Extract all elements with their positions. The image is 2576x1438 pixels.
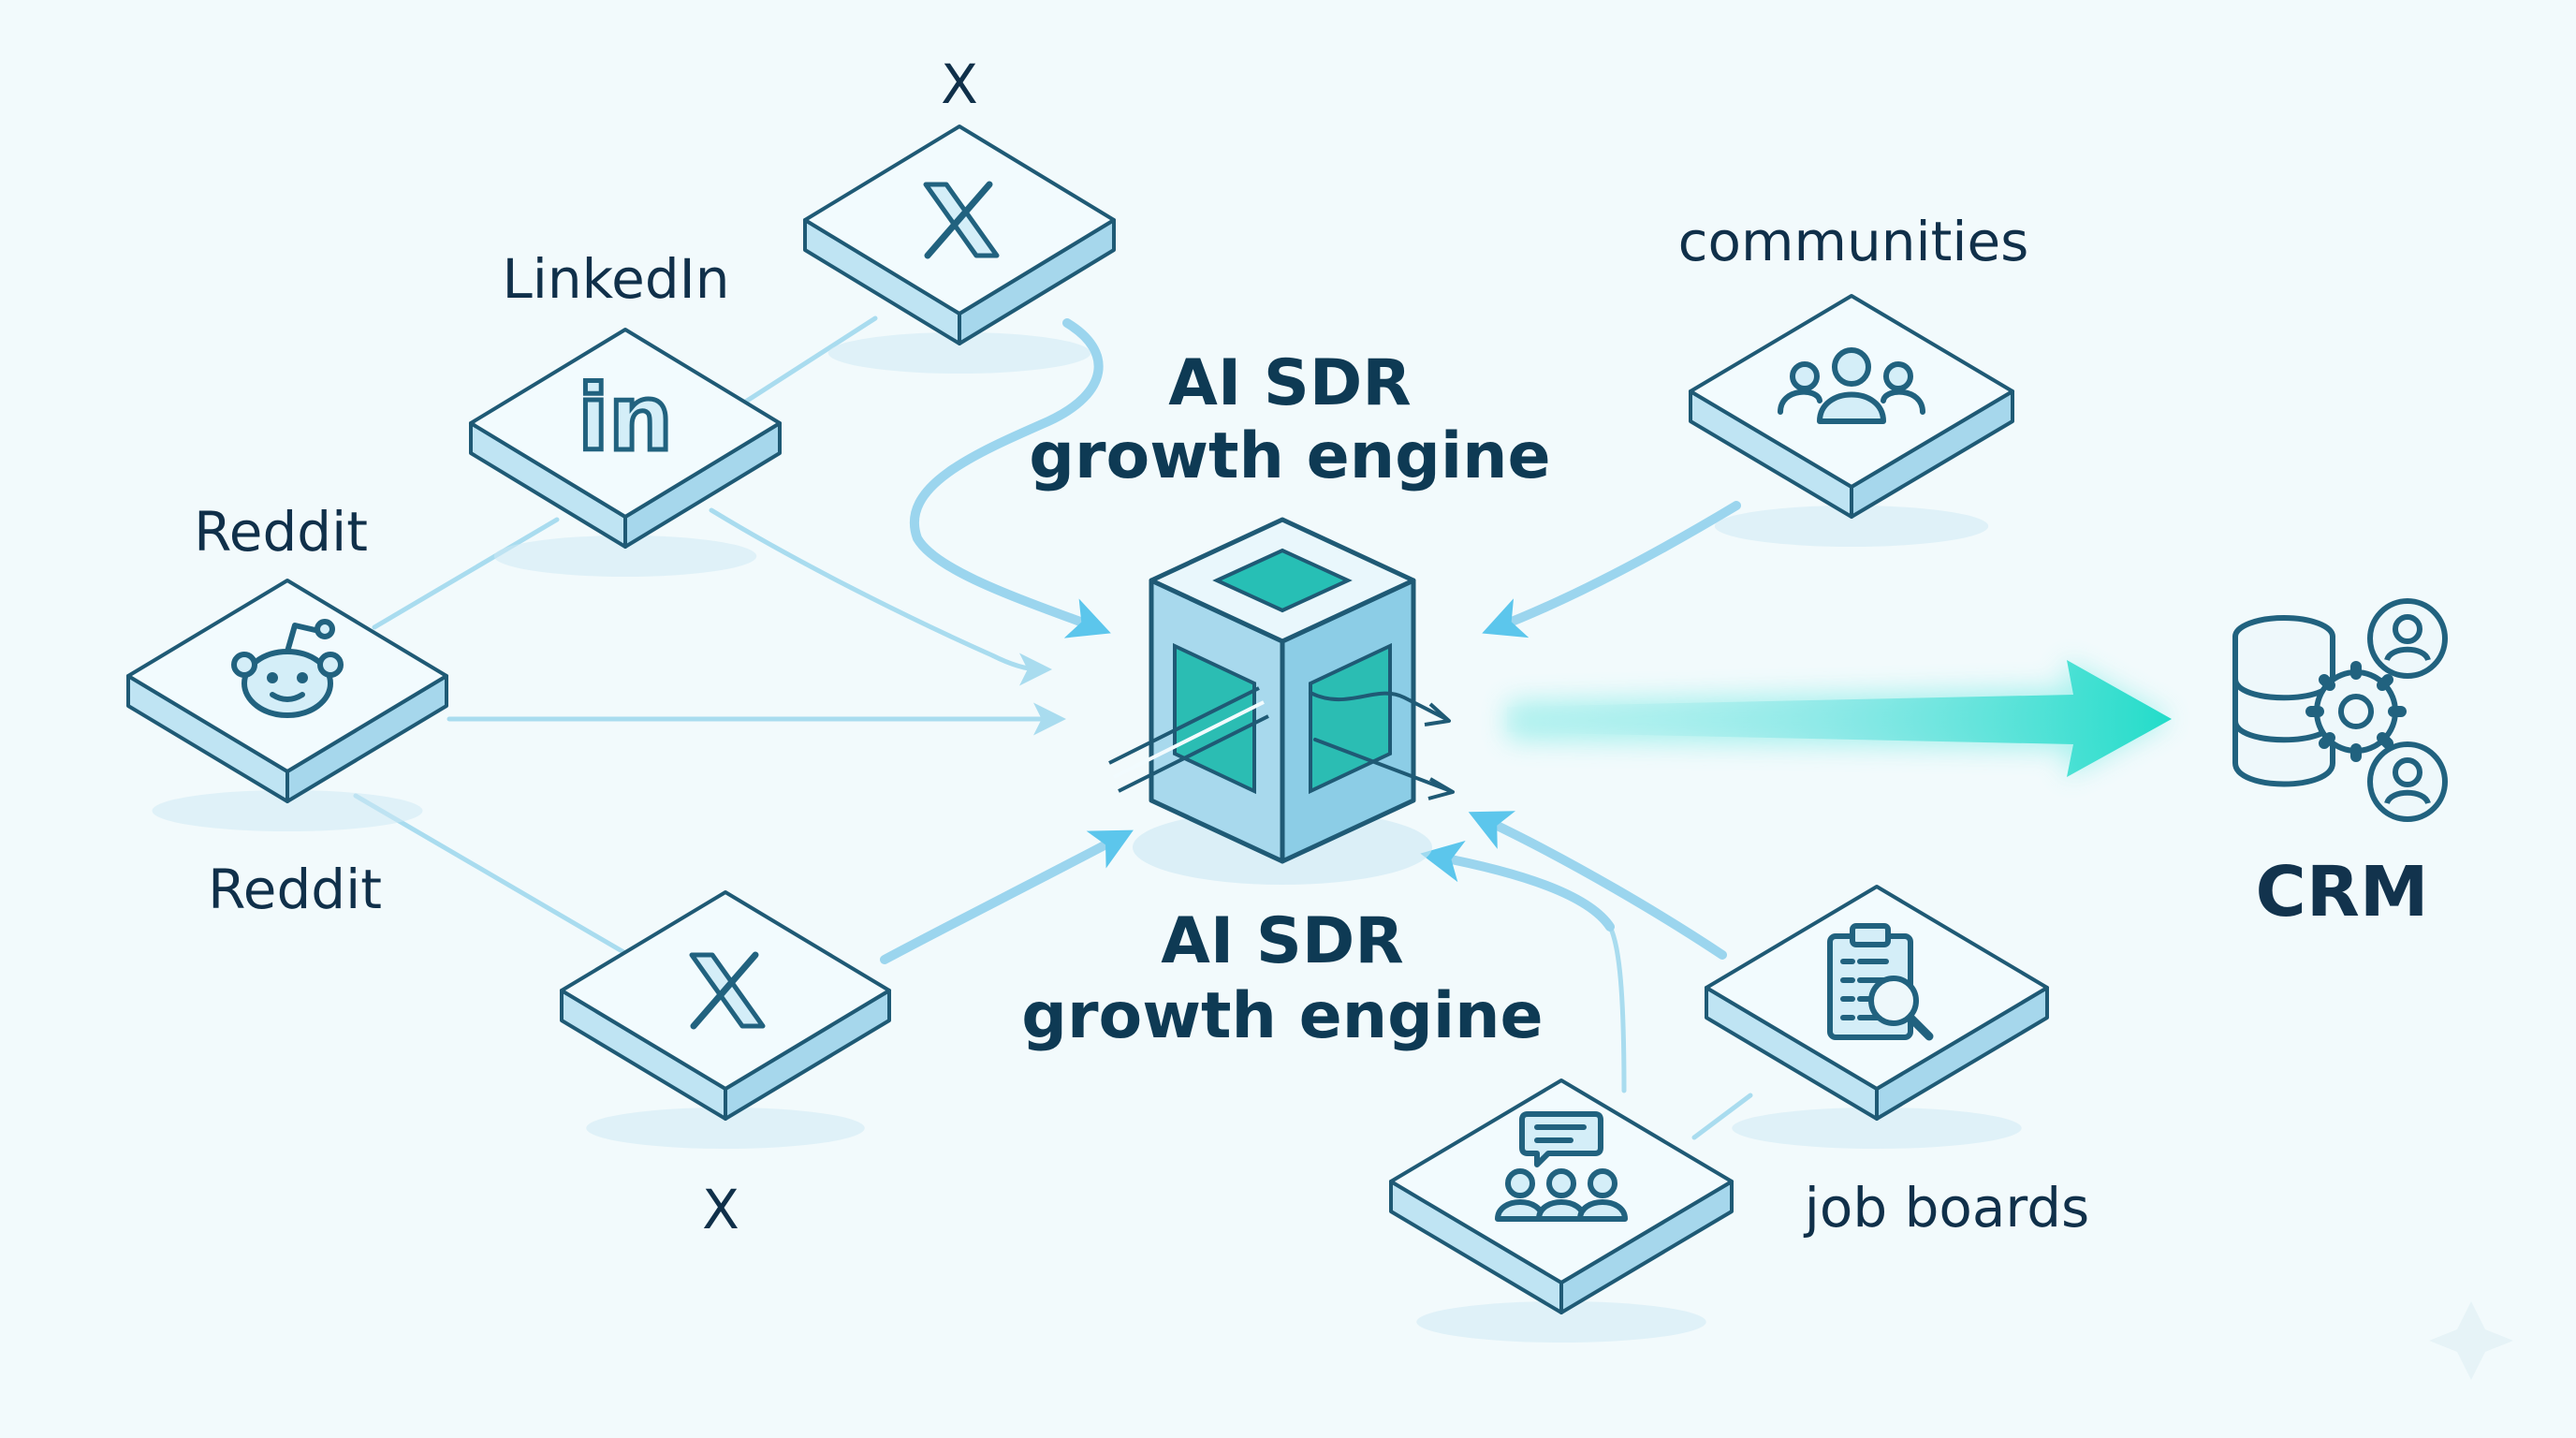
label-job-boards: job boards bbox=[1803, 1176, 2090, 1240]
tile-job-boards bbox=[1705, 885, 2049, 1149]
crm-database-icon bbox=[2232, 598, 2448, 822]
reddit-logo-icon bbox=[231, 619, 344, 718]
sparkle-icon bbox=[2429, 1301, 2513, 1380]
label-linkedin: LinkedIn bbox=[502, 247, 729, 311]
platform-tiles: in bbox=[126, 125, 2049, 1343]
engine-title-top-line1: AI SDR bbox=[1168, 346, 1411, 420]
svg-text:in: in bbox=[578, 366, 672, 471]
labels: X LinkedIn Reddit Reddit X communities j… bbox=[194, 52, 2428, 1241]
engine-title-bottom-line2: growth engine bbox=[1021, 979, 1543, 1053]
tile-communities bbox=[1689, 294, 2014, 547]
label-reddit-bottom: Reddit bbox=[208, 858, 382, 921]
label-reddit-top: Reddit bbox=[194, 500, 368, 564]
tile-forums bbox=[1389, 1078, 1734, 1343]
engine-cube-icon bbox=[1108, 517, 1455, 885]
label-communities: communities bbox=[1678, 210, 2029, 273]
tile-reddit bbox=[126, 579, 448, 831]
engine-title-bottom-line1: AI SDR bbox=[1161, 904, 1403, 978]
connector-lines bbox=[353, 315, 1753, 1140]
x-logo-icon bbox=[923, 181, 1000, 259]
output-arrow bbox=[1507, 660, 2172, 777]
tile-x-bottom bbox=[560, 890, 891, 1149]
label-x-bottom: X bbox=[702, 1178, 739, 1241]
tile-linkedin: in bbox=[469, 328, 782, 577]
engine-title-top-line2: growth engine bbox=[1029, 419, 1550, 493]
label-x-top: X bbox=[941, 52, 978, 116]
input-arrows bbox=[880, 318, 1741, 964]
linkedin-logo-icon: in bbox=[576, 364, 675, 474]
x-logo-icon bbox=[689, 951, 766, 1030]
crm-label: CRM bbox=[2256, 852, 2429, 932]
chat-people-icon bbox=[1495, 1111, 1628, 1222]
tile-x-top bbox=[803, 125, 1116, 374]
people-group-icon bbox=[1778, 347, 1925, 424]
clipboard-search-icon bbox=[1827, 923, 1934, 1041]
